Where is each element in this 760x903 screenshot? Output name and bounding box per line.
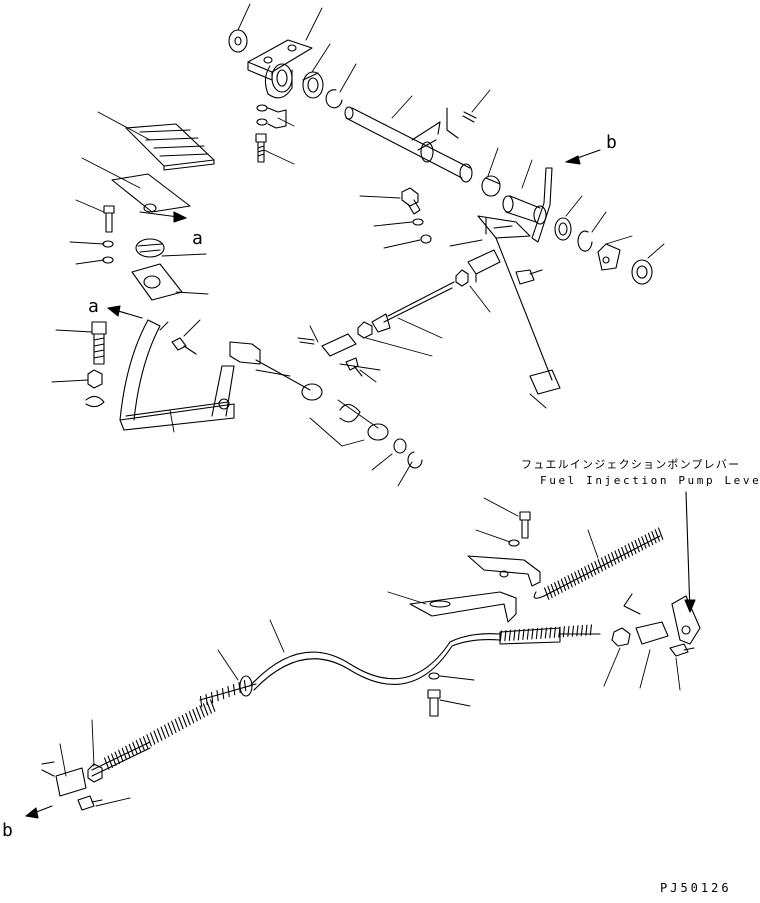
washer (256, 118, 268, 126)
bolt (345, 357, 363, 377)
cross-shaft (502, 167, 553, 243)
clevis-pin (669, 643, 695, 657)
clevis-pin (77, 795, 103, 811)
washer (412, 218, 424, 226)
snap-ring (325, 89, 343, 109)
bolt (103, 205, 115, 233)
clevis (467, 249, 501, 283)
plate (529, 369, 561, 395)
cover-plate (131, 263, 183, 301)
pedal-shaft (344, 106, 473, 183)
linkage-rod (371, 281, 455, 333)
callout-arrow-b (25, 805, 53, 819)
bolt (401, 187, 421, 215)
callout-b: b (606, 132, 617, 153)
reference-bracket (267, 107, 287, 129)
label-pointer-arrow (684, 491, 696, 613)
washer (420, 234, 432, 244)
nut (357, 321, 373, 339)
target-label-japanese: フュエルインジェクションポンプレバー (521, 458, 741, 471)
return-spring-coil (543, 527, 664, 600)
leader-lines (59, 497, 681, 807)
bolt (427, 689, 441, 717)
callout-arrow-b (565, 149, 601, 165)
pedal-pad (125, 123, 215, 171)
washer (228, 29, 248, 53)
spring-washer (85, 395, 105, 408)
bolt (255, 133, 267, 163)
callout-a: a (192, 228, 203, 249)
grommet (135, 238, 165, 258)
bushing (554, 217, 572, 241)
pedal-plate (111, 173, 191, 213)
clevis (635, 621, 669, 645)
long-link (495, 237, 553, 381)
pin (446, 107, 477, 139)
washer (508, 539, 520, 547)
callout-a: a (88, 296, 99, 317)
nut (455, 269, 469, 287)
bushing (481, 175, 501, 197)
target-label-english: Fuel Injection Pump Lever (540, 474, 760, 487)
bolt (515, 269, 543, 285)
cable-boot-coil (199, 679, 247, 708)
bolt (91, 321, 107, 365)
snap-ring (407, 451, 423, 469)
clevis (321, 333, 357, 357)
pivot-bracket (247, 39, 313, 99)
washer (256, 104, 268, 112)
clevis (55, 767, 87, 797)
clevis-bracket (477, 215, 531, 239)
nut (87, 369, 103, 389)
washer (102, 256, 114, 264)
mounting-bracket (409, 591, 517, 623)
control-cable (91, 627, 601, 777)
lever-arm (597, 243, 621, 271)
washer (102, 240, 114, 248)
pedal-lever (119, 319, 311, 431)
bushing (302, 71, 324, 99)
cable-boot-coil (103, 699, 216, 770)
cotter-pin (297, 337, 315, 345)
washer (428, 672, 440, 680)
bushing (631, 259, 653, 285)
bushing (367, 423, 389, 441)
callout-arrow-a (107, 305, 143, 319)
bolt (519, 511, 531, 539)
cable-boot-coil (499, 624, 593, 642)
cable-clamp (467, 555, 541, 587)
nut (87, 763, 103, 783)
bushing (271, 63, 293, 93)
drawing-number: PJ50126 (660, 881, 732, 895)
bushing (301, 383, 323, 401)
cotter-pin (623, 593, 641, 615)
washer (393, 438, 407, 454)
bolt (171, 337, 197, 355)
fuel-injection-pump-lever (671, 595, 701, 645)
snap-ring (577, 230, 593, 252)
cotter-pin (41, 761, 55, 777)
callout-arrow-a (139, 211, 187, 223)
callout-b: b (2, 820, 13, 841)
nut (611, 627, 631, 647)
leader-lines (51, 3, 665, 487)
